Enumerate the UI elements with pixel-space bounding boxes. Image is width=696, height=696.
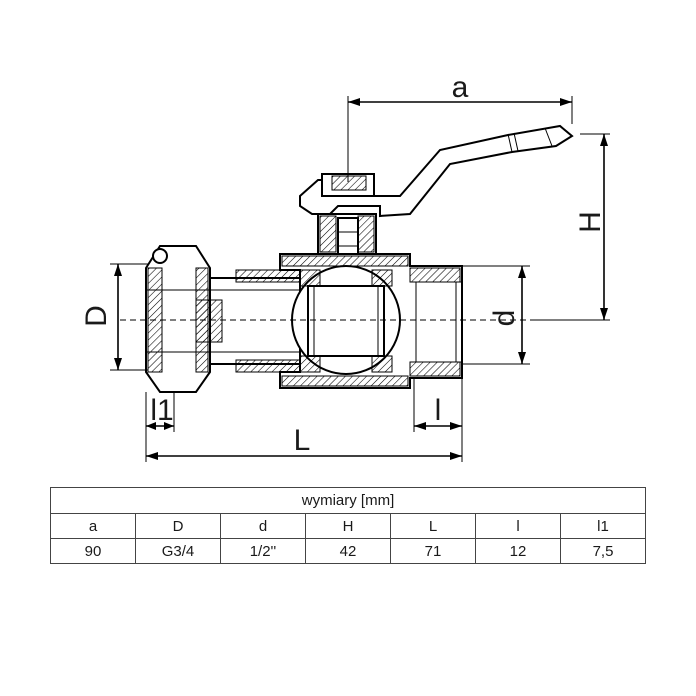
table-title: wymiary [mm]	[50, 487, 646, 514]
header-d: d	[220, 513, 306, 539]
table-values-row: 90 G3/4 1/2'' 42 71 12 7,5	[50, 538, 646, 564]
dimension-D: D	[80, 263, 148, 371]
label-d: d	[488, 310, 521, 327]
table-header-row: a D d H L l l1	[50, 513, 646, 539]
tail-piece	[195, 269, 301, 373]
dimension-l1: l1	[145, 392, 175, 462]
value-H: 42	[305, 538, 391, 564]
header-D: D	[135, 513, 221, 539]
value-L: 71	[390, 538, 476, 564]
dimension-l: l	[413, 378, 463, 462]
dimension-d: d	[462, 265, 530, 365]
table-title-row: wymiary [mm]	[50, 487, 646, 514]
value-l1: 7,5	[560, 538, 646, 564]
label-L: L	[294, 424, 311, 457]
dimensions-table: wymiary [mm] a D d H L l l1 90 G3/4 1/2'…	[50, 487, 646, 564]
ball-valve-drawing: a H D d l1	[80, 71, 610, 462]
value-D: G3/4	[135, 538, 221, 564]
label-D: D	[80, 305, 113, 327]
label-H: H	[574, 211, 607, 233]
label-l1: l1	[150, 394, 173, 427]
header-H: H	[305, 513, 391, 539]
header-L: L	[390, 513, 476, 539]
value-l: 12	[475, 538, 561, 564]
value-d: 1/2''	[220, 538, 306, 564]
dimension-H: H	[530, 133, 610, 321]
label-a: a	[452, 71, 469, 104]
label-l: l	[435, 394, 442, 427]
lever-handle	[299, 124, 574, 218]
header-l1: l1	[560, 513, 646, 539]
dimension-a: a	[347, 71, 573, 182]
value-a: 90	[50, 538, 136, 564]
header-l: l	[475, 513, 561, 539]
dimension-L: L	[146, 424, 462, 460]
header-a: a	[50, 513, 136, 539]
